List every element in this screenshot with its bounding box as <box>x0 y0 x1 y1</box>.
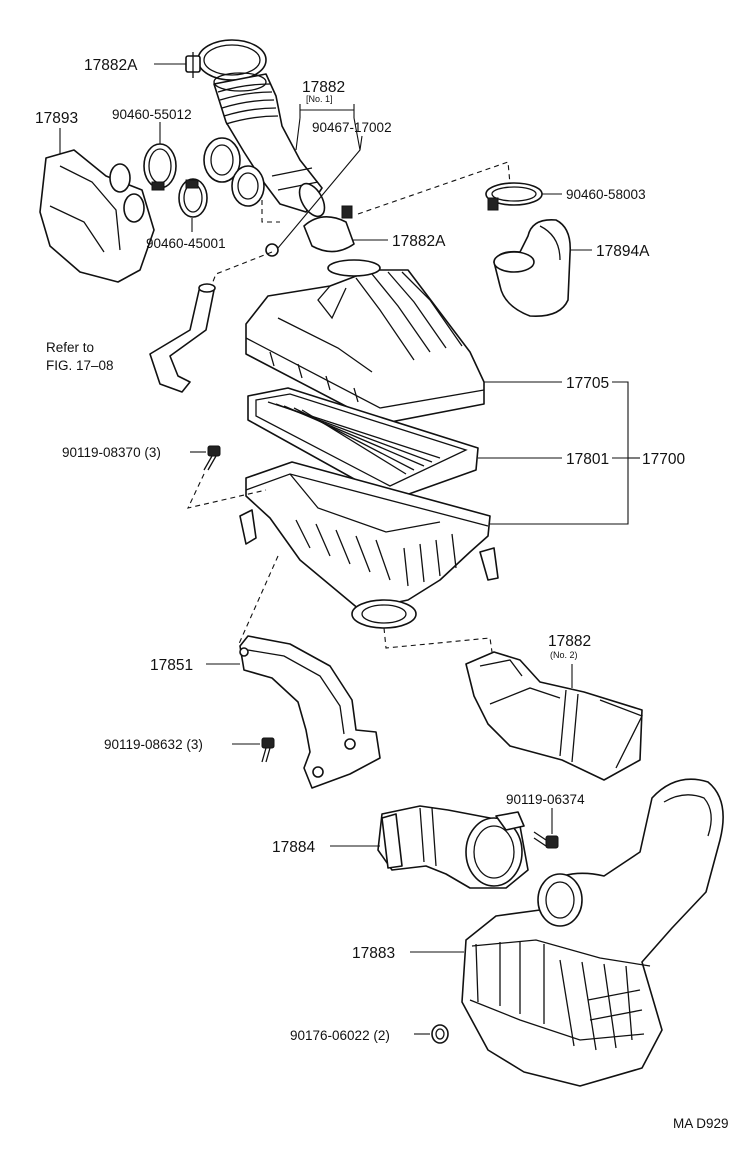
leader-90467-17002 <box>277 135 363 249</box>
label-90119-06374: 90119-06374 <box>506 792 585 807</box>
label-17705: 17705 <box>566 375 609 392</box>
label-17893: 17893 <box>35 110 78 127</box>
label-17700: 17700 <box>642 451 685 468</box>
label-17882a-mid: 17882A <box>392 233 446 250</box>
dash-line-clamp-to-hose <box>357 161 511 215</box>
label-17882a-top: 17882A <box>84 57 138 74</box>
leader-17700-bracket <box>490 381 629 525</box>
label-90460-58003: 90460-58003 <box>566 187 646 202</box>
label-17801: 17801 <box>566 451 609 468</box>
air-cleaner-hose-17882-no2 <box>465 651 643 781</box>
label-refer-to: Refer to <box>46 340 94 355</box>
breather-hose <box>149 283 216 393</box>
dash-line-case-to-bracket <box>237 555 279 647</box>
label-17882-no2-sub: (No. 2) <box>550 650 578 660</box>
label-17883: 17883 <box>352 945 395 962</box>
label-17884: 17884 <box>272 839 315 856</box>
label-90176-06022: 90176-06022 (2) <box>290 1028 390 1043</box>
label-17882-no1-sub: [No. 1] <box>306 94 333 104</box>
label-17882-no2: 17882 <box>548 633 591 650</box>
air-intake-17884 <box>377 805 529 889</box>
bolt-90119-06374 <box>533 831 559 849</box>
dash-line-bolt-to-case <box>187 473 267 509</box>
label-90467-17002: 90467-17002 <box>312 120 392 135</box>
label-90460-45001: 90460-45001 <box>146 236 226 251</box>
hose-17894a <box>493 219 572 317</box>
air-cleaner-cap-17705 <box>245 259 485 425</box>
label-diagram-code: MA D929 <box>673 1116 729 1131</box>
air-filter-element-17801 <box>247 387 479 501</box>
label-90460-55012: 90460-55012 <box>112 107 192 122</box>
bolt-90119-08370 <box>203 445 221 471</box>
leader-17882-no1 <box>295 104 361 151</box>
air-cleaner-hose-17882-no1 <box>203 72 326 218</box>
resonator-17883 <box>461 778 724 1087</box>
label-refer-fig: FIG. 17–08 <box>46 358 114 373</box>
hose-clamp-17882a-top <box>185 39 267 81</box>
label-17894a: 17894A <box>596 243 650 260</box>
dash-line-clamp-hose <box>261 200 280 223</box>
label-90119-08370: 90119-08370 (3) <box>62 445 161 460</box>
clip-90176-06022 <box>431 1024 449 1044</box>
hose-clamp-90460-45001 <box>178 178 208 218</box>
air-cleaner-case <box>239 461 499 629</box>
hose-clamp-90460-58003 <box>485 182 543 211</box>
dash-line-hose-to-breather <box>211 251 273 285</box>
bolt-90119-08632 <box>261 737 275 763</box>
label-17851: 17851 <box>150 657 193 674</box>
hose-clamp-90460-55012 <box>143 143 177 191</box>
resonator-17893 <box>39 149 155 283</box>
dash-line-case-to-hose2 <box>383 627 493 653</box>
label-90119-08632: 90119-08632 (3) <box>104 737 203 752</box>
label-17882-no1: 17882 <box>302 79 345 96</box>
bracket-17851 <box>239 635 381 789</box>
